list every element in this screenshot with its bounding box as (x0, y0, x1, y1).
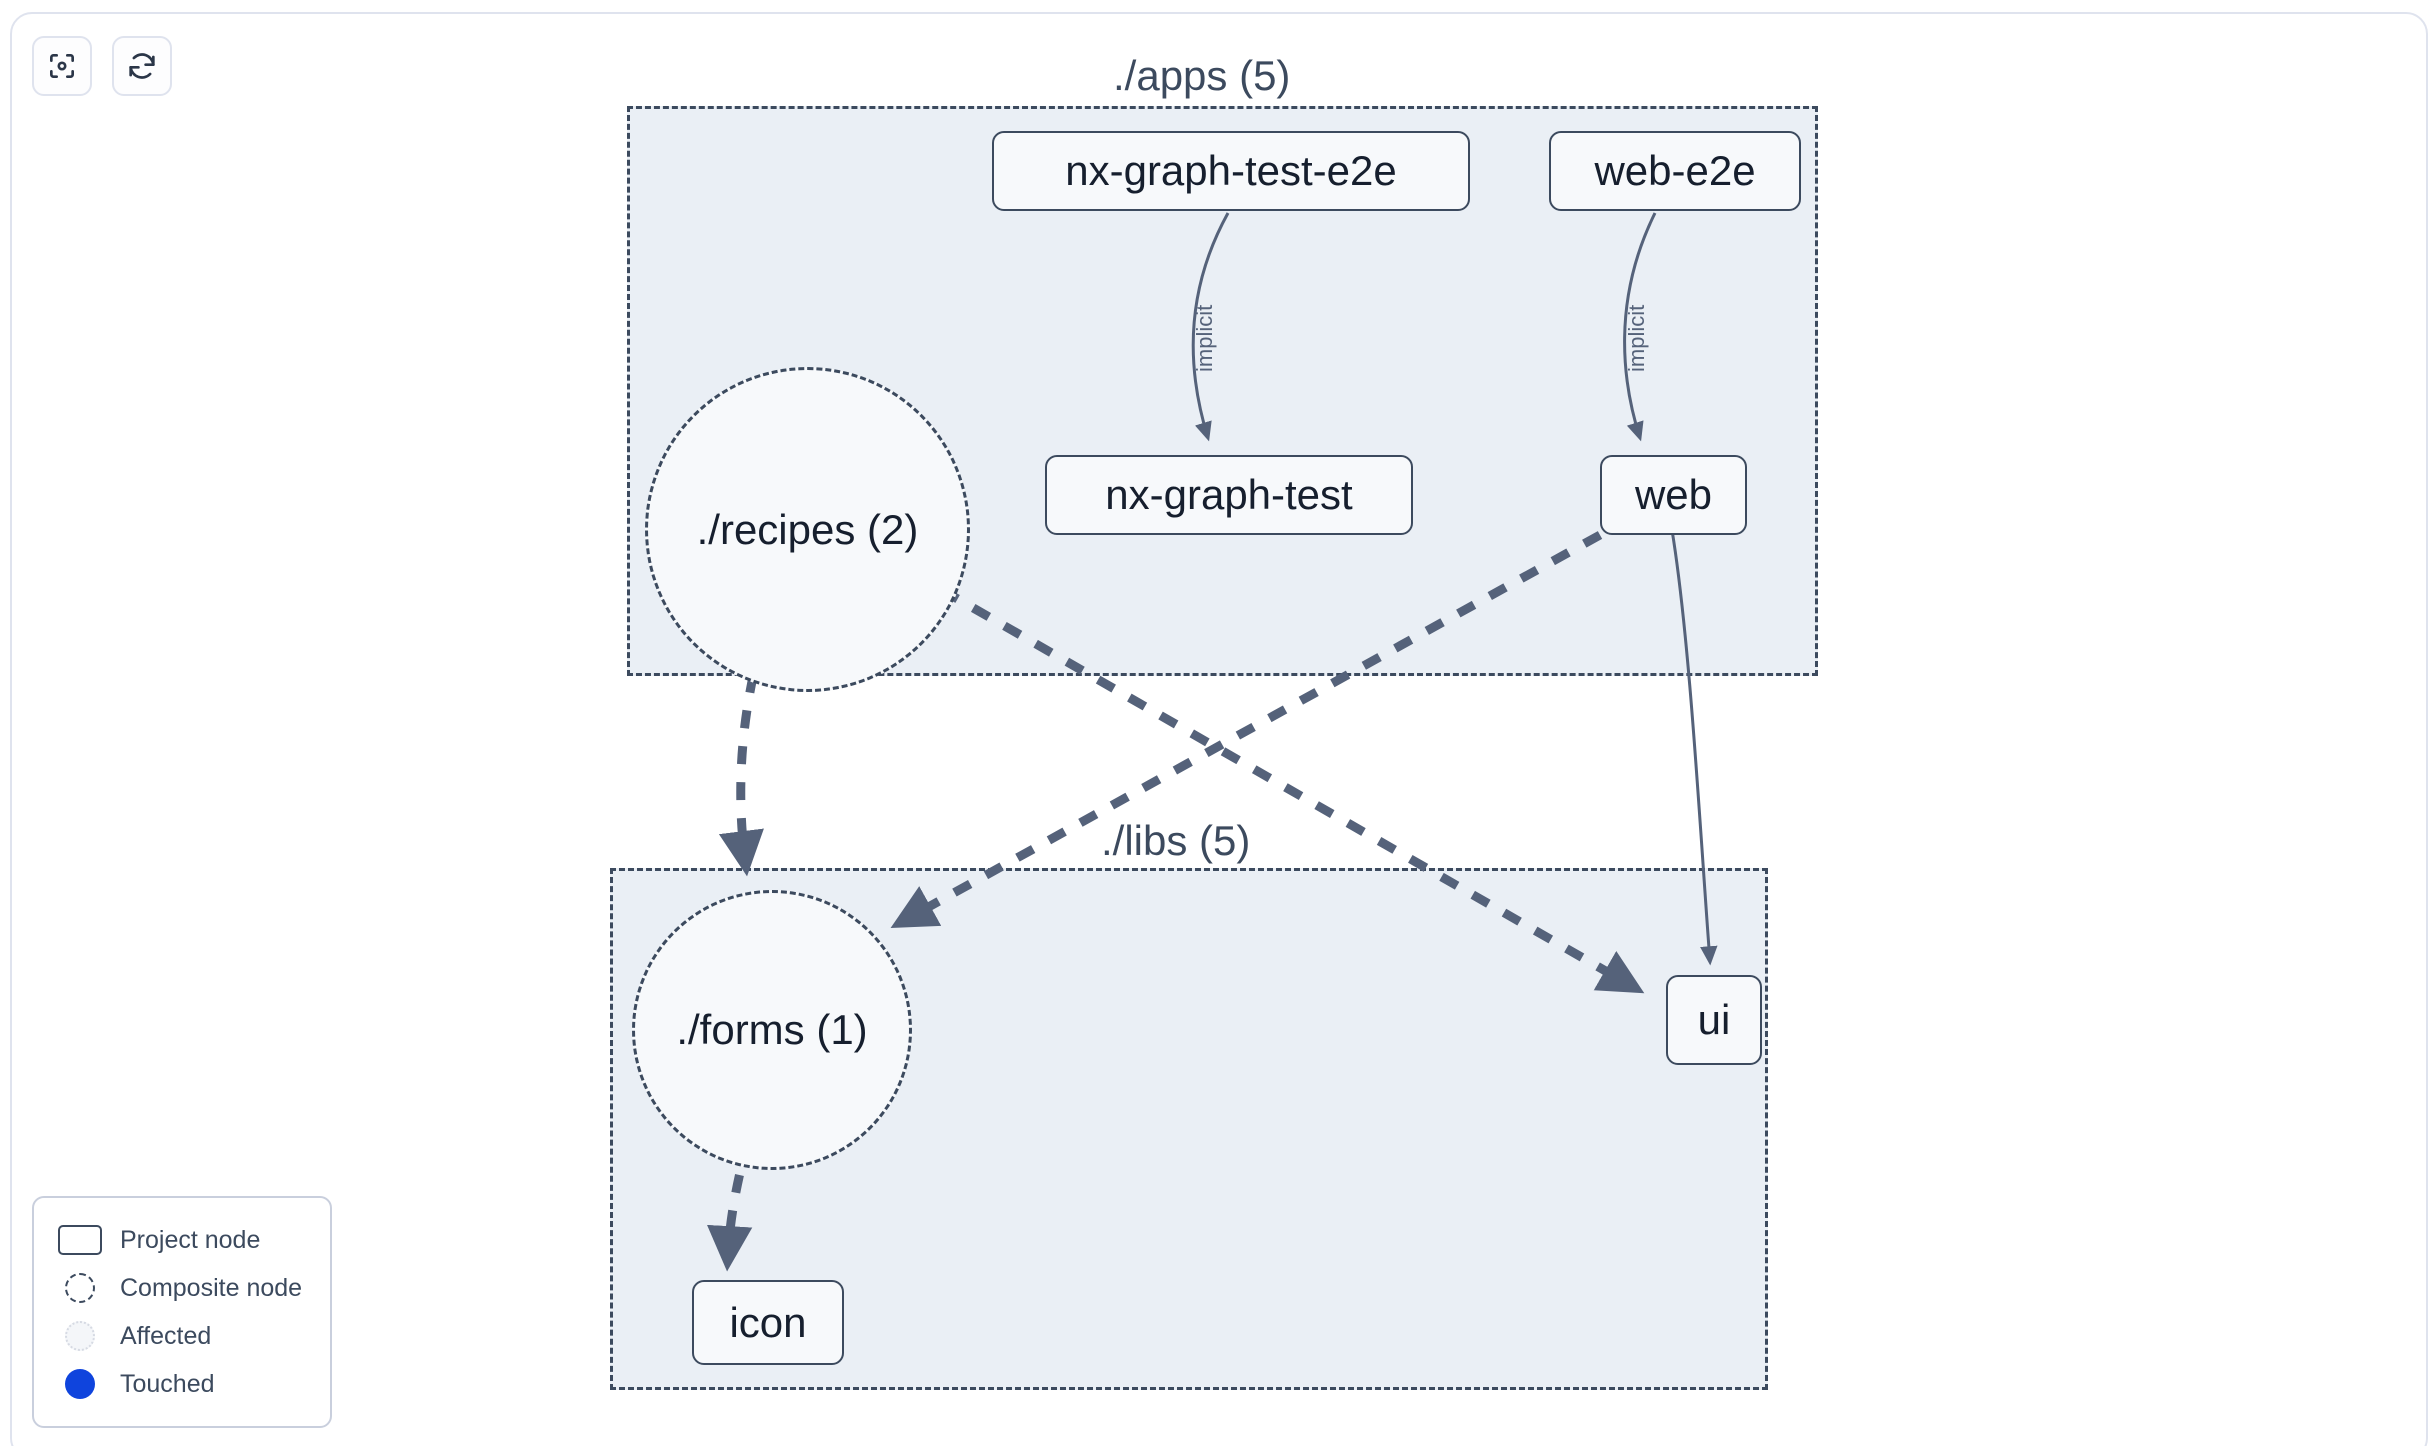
node-ui[interactable]: ui (1666, 975, 1762, 1065)
edge-web-e2e-to-web[interactable] (1623, 212, 1657, 442)
node-nx-graph-test[interactable]: nx-graph-test (1045, 455, 1413, 535)
focus-target-icon (46, 50, 78, 82)
edge-recipes-to-ui[interactable] (939, 586, 1645, 994)
node-label: nx-graph-test-e2e (1065, 147, 1397, 194)
legend-project-node: Project node (56, 1216, 308, 1264)
edge-web-to-ui[interactable] (1670, 529, 1718, 966)
dotted-circle-icon (56, 1319, 104, 1353)
node-label: icon (729, 1298, 807, 1346)
edge-nx-graph-test-e2e-to-nx-graph-test[interactable] (1191, 212, 1230, 442)
node-label: ./forms (1) (676, 1006, 868, 1053)
node-recipes[interactable]: ./recipes (2) (645, 367, 970, 692)
refresh-icon (126, 50, 158, 82)
node-label: ./recipes (2) (696, 505, 919, 553)
node-forms[interactable]: ./forms (1) (632, 890, 912, 1170)
node-web-e2e[interactable]: web-e2e (1549, 131, 1801, 211)
rect-outline-icon (56, 1223, 104, 1257)
legend-label: Project node (120, 1225, 261, 1254)
node-label: web-e2e (1594, 147, 1756, 194)
node-icon[interactable]: icon (692, 1280, 844, 1365)
node-nx-graph-test-e2e[interactable]: nx-graph-test-e2e (992, 131, 1470, 211)
graph-legend: Project node Composite node Affected Tou… (32, 1196, 332, 1428)
legend-label: Touched (120, 1369, 215, 1398)
node-label: web (1634, 471, 1713, 518)
legend-composite-node: Composite node (56, 1264, 308, 1312)
legend-touched: Touched (56, 1360, 308, 1408)
focus-graph-button[interactable] (32, 36, 92, 96)
edge-web-to-forms[interactable] (890, 531, 1603, 928)
refresh-graph-button[interactable] (112, 36, 172, 96)
dashed-circle-icon (56, 1271, 104, 1305)
legend-label: Affected (120, 1321, 212, 1350)
legend-label: Composite node (120, 1273, 303, 1302)
graph-toolbar (32, 36, 172, 96)
node-label: ui (1697, 996, 1731, 1043)
node-label: nx-graph-test (1105, 471, 1353, 518)
filled-circle-icon (56, 1367, 104, 1401)
legend-affected: Affected (56, 1312, 308, 1360)
node-web[interactable]: web (1600, 455, 1747, 535)
